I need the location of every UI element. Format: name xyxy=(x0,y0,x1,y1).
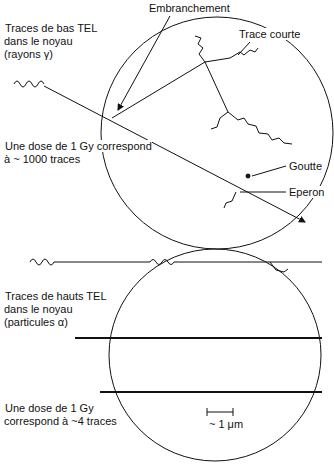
label-text: Trace courte xyxy=(238,28,301,40)
scale-label: ~ 1 μm xyxy=(196,418,256,431)
scale-bar xyxy=(207,408,233,416)
leader-line xyxy=(252,166,286,176)
leader-line xyxy=(240,192,286,193)
branch-track xyxy=(112,62,205,118)
short-track xyxy=(205,48,258,62)
callout-label: Trace courte xyxy=(238,28,323,41)
main-track xyxy=(44,86,305,222)
label-text: Traces de bas TEL dans le noyau (rayons … xyxy=(4,22,97,60)
section-label: Traces de bas TEL dans le noyau (rayons … xyxy=(4,22,112,61)
leader-line xyxy=(238,42,250,55)
delta-track xyxy=(205,62,292,144)
callout-label: Eperon xyxy=(288,186,332,199)
label-text: Une dose de 1 Gy correspond à ~4 traces xyxy=(4,402,118,427)
label-text: Embranchement xyxy=(148,2,231,14)
dose-note: Une dose de 1 Gy correspond à ~ 1000 tra… xyxy=(4,140,156,166)
label-text: Goutte xyxy=(288,160,323,172)
spur xyxy=(211,112,228,129)
gamma-track xyxy=(54,260,322,265)
drop xyxy=(246,174,250,178)
alpha-track xyxy=(75,337,322,339)
label-text: ~ 1 μm xyxy=(208,418,244,430)
callout-label: Embranchement xyxy=(148,2,243,15)
label-text: Traces de hauts TEL dans le noyau (parti… xyxy=(4,290,107,328)
dose-note: Une dose de 1 Gy correspond à ~4 traces xyxy=(4,402,144,428)
nucleus-outline xyxy=(109,249,321,461)
gamma-wave xyxy=(14,81,44,87)
gamma-wave xyxy=(30,259,54,265)
spur xyxy=(224,192,236,208)
leader-line xyxy=(118,16,170,110)
callout-label: Goutte xyxy=(288,160,332,173)
section-label: Traces de hauts TEL dans le noyau (parti… xyxy=(4,290,120,329)
nucleus-outline xyxy=(101,17,333,249)
alpha-track xyxy=(100,391,322,393)
label-text: Eperon xyxy=(288,186,325,198)
short-track xyxy=(195,36,205,62)
label-text: Une dose de 1 Gy correspond à ~ 1000 tra… xyxy=(4,140,152,165)
